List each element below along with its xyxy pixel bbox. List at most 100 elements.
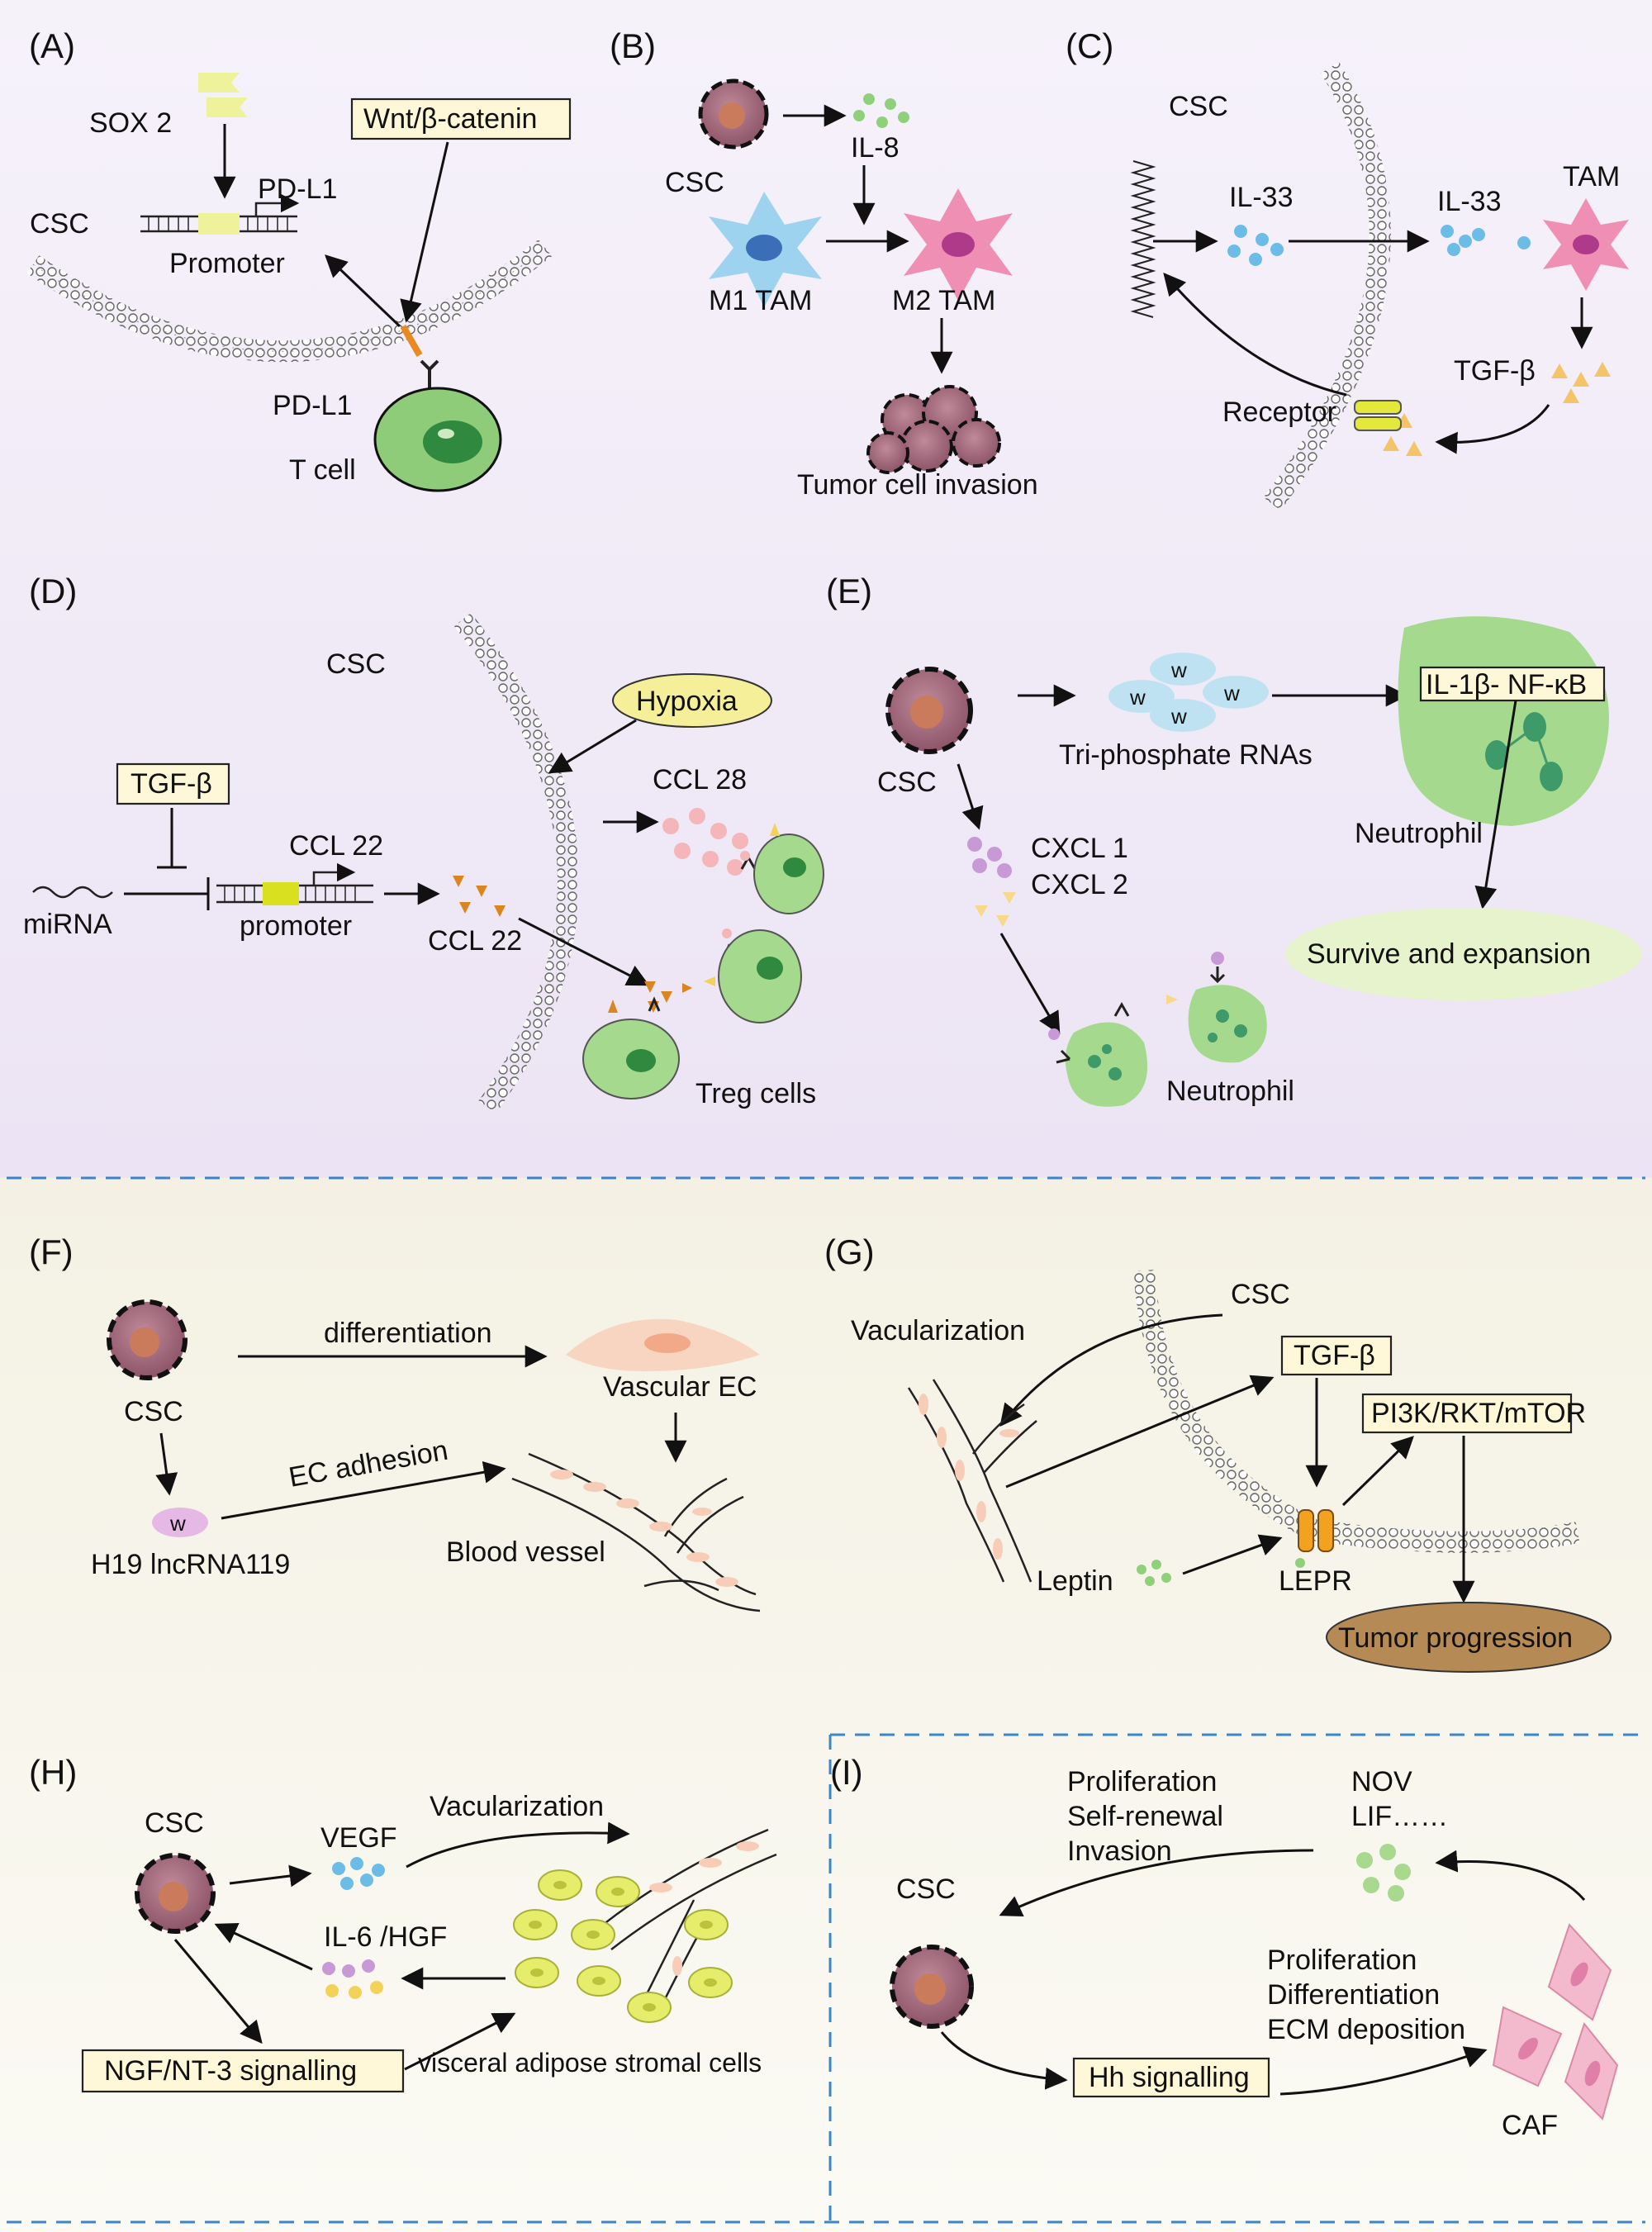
tcell-label: T cell bbox=[289, 454, 356, 486]
prolif-top-label: Proliferation bbox=[1067, 1766, 1217, 1797]
ec-adhesion-arrow bbox=[221, 1460, 506, 1520]
sox2-label: SOX 2 bbox=[89, 107, 172, 139]
cxcl-to-neutrophil-arrow bbox=[999, 933, 1061, 1035]
tgfb-label-c: TGF-β bbox=[1454, 355, 1536, 387]
hh-label: Hh signalling bbox=[1089, 2062, 1250, 2093]
csc-to-h19-arrow bbox=[155, 1432, 178, 1496]
treg-cell-3 bbox=[582, 996, 680, 1099]
svg-text:w: w bbox=[1129, 685, 1146, 710]
pi3k-label: PI3K/RKT/mTOR bbox=[1371, 1398, 1586, 1429]
panel-h-label: (H) bbox=[29, 1753, 77, 1792]
ngf-to-adipose-arrow bbox=[404, 2012, 516, 2071]
il1b-label: IL-1β- NF-κB bbox=[1426, 669, 1587, 700]
panel-f-label: (F) bbox=[29, 1232, 74, 1271]
vegf-to-vessel-arrow bbox=[406, 1821, 630, 1869]
receptor-label: Receptor bbox=[1222, 397, 1336, 428]
tgfb-return-arrow bbox=[1435, 404, 1550, 454]
il33-dots-left bbox=[1227, 225, 1284, 266]
csc-to-hh-arrow bbox=[940, 2031, 1068, 2090]
receptor-to-dna-arrow bbox=[1163, 272, 1347, 397]
lif-label: LIF…… bbox=[1351, 1801, 1448, 1832]
ccl22-label: CCL 22 bbox=[428, 925, 522, 957]
lepr-label: LEPR bbox=[1279, 1565, 1352, 1597]
csc-to-vegf-arrow bbox=[229, 1864, 312, 1888]
csc-cell-i bbox=[890, 1945, 974, 2029]
il33-dots-right bbox=[1441, 225, 1531, 256]
il6-dots bbox=[322, 1959, 383, 1999]
neutrophil-bottom-label: Neutrophil bbox=[1166, 1076, 1294, 1107]
csc-label-i: CSC bbox=[896, 1873, 956, 1905]
csc-label-g: CSC bbox=[1231, 1279, 1290, 1310]
tgfb-box-g bbox=[1280, 1335, 1393, 1376]
treg-cell-2 bbox=[704, 928, 802, 1023]
tgfb-label-g: TGF-β bbox=[1294, 1340, 1375, 1371]
mirna-label: miRNA bbox=[23, 909, 112, 940]
wnt-box bbox=[350, 97, 572, 140]
csc-label-f: CSC bbox=[124, 1396, 183, 1427]
vegf-dots bbox=[332, 1857, 385, 1890]
ecm-label: ECM deposition bbox=[1267, 2014, 1465, 2045]
vegf-label: VEGF bbox=[320, 1822, 397, 1854]
panel-a: (A) SOX 2 Wnt/β-catenin PD-L1 CSC Promot… bbox=[26, 26, 572, 492]
il33-left-label: IL-33 bbox=[1229, 182, 1294, 213]
csc-label-h: CSC bbox=[145, 1807, 204, 1839]
csc-to-ngf-arrow bbox=[173, 1939, 263, 2044]
tumor-progression-label: Tumor progression bbox=[1338, 1622, 1573, 1654]
ccl22-to-treg-arrow bbox=[518, 917, 650, 986]
pdl1-receptor bbox=[400, 325, 423, 357]
svg-text:w: w bbox=[1170, 704, 1187, 729]
hh-box bbox=[1072, 2057, 1270, 2098]
lepr-to-pi3k-arrow bbox=[1341, 1436, 1414, 1507]
leptin-to-lepr-arrow bbox=[1182, 1534, 1283, 1575]
il6-label: IL-6 /HGF bbox=[324, 1921, 447, 1953]
m2-label: M2 TAM bbox=[892, 285, 995, 316]
caf-label: CAF bbox=[1502, 2110, 1558, 2141]
lepr-receptor bbox=[1298, 1509, 1334, 1552]
tcell bbox=[373, 387, 502, 492]
csc-to-cxcl-arrow bbox=[957, 763, 984, 830]
vacularization-label-h: Vacularization bbox=[430, 1791, 604, 1822]
tcell-receptor bbox=[420, 359, 439, 388]
panel-f: (F) CSC differentiation Vascular EC w H1… bbox=[29, 1232, 761, 1612]
panel-g-label: (G) bbox=[824, 1232, 875, 1271]
h19-label: H19 lncRNA119 bbox=[91, 1549, 290, 1580]
tam-c bbox=[1543, 198, 1629, 291]
neutrophil-small-1 bbox=[1048, 1001, 1148, 1107]
self-renewal-label: Self-renewal bbox=[1067, 1801, 1223, 1832]
tam-label-c: TAM bbox=[1563, 161, 1620, 192]
triphosphate-label: Tri-phosphate RNAs bbox=[1059, 739, 1313, 771]
panel-c-label: (C) bbox=[1066, 26, 1113, 65]
panel-i-label: (I) bbox=[830, 1753, 863, 1792]
csc-label-c: CSC bbox=[1169, 91, 1228, 122]
nov-label: NOV bbox=[1351, 1766, 1412, 1797]
il1b-to-survive-arrow bbox=[1474, 700, 1517, 909]
tumor-progression-ellipse bbox=[1326, 1602, 1612, 1673]
nov-to-csc-arrow bbox=[999, 1849, 1314, 1917]
il6-to-csc-arrow bbox=[214, 1923, 313, 1971]
hypoxia-ellipse bbox=[612, 673, 772, 728]
caf-nuclei bbox=[1518, 1962, 1601, 2087]
csc-cell-f bbox=[107, 1299, 188, 1380]
vacularization-label-g: Vacularization bbox=[851, 1315, 1025, 1346]
treg-cell-1 bbox=[740, 823, 824, 914]
vessel-to-tgfb-arrow bbox=[1005, 1375, 1275, 1489]
neutrophil-large-nuclei bbox=[1485, 712, 1563, 791]
membrane-c bbox=[1263, 62, 1391, 511]
membrane-d bbox=[453, 612, 579, 1114]
pi3k-box bbox=[1361, 1393, 1573, 1434]
svg-text:w: w bbox=[1170, 658, 1187, 682]
tumor-cluster bbox=[866, 385, 1001, 474]
panel-h: (H) CSC VEGF Vacularization bbox=[29, 1753, 777, 2093]
cxcl1-label: CXCL 1 bbox=[1031, 833, 1128, 864]
dna-promoter-d bbox=[216, 862, 373, 905]
differentiation-label-i: Differentiation bbox=[1267, 1979, 1440, 2011]
pdl1-top-label: PD-L1 bbox=[258, 173, 337, 205]
il8-label: IL-8 bbox=[851, 132, 900, 164]
promoter-label-d: promoter bbox=[240, 910, 352, 942]
invasion-label-i: Invasion bbox=[1067, 1835, 1172, 1867]
cxcl-dots bbox=[967, 837, 1016, 927]
svg-text:w: w bbox=[1223, 681, 1240, 705]
